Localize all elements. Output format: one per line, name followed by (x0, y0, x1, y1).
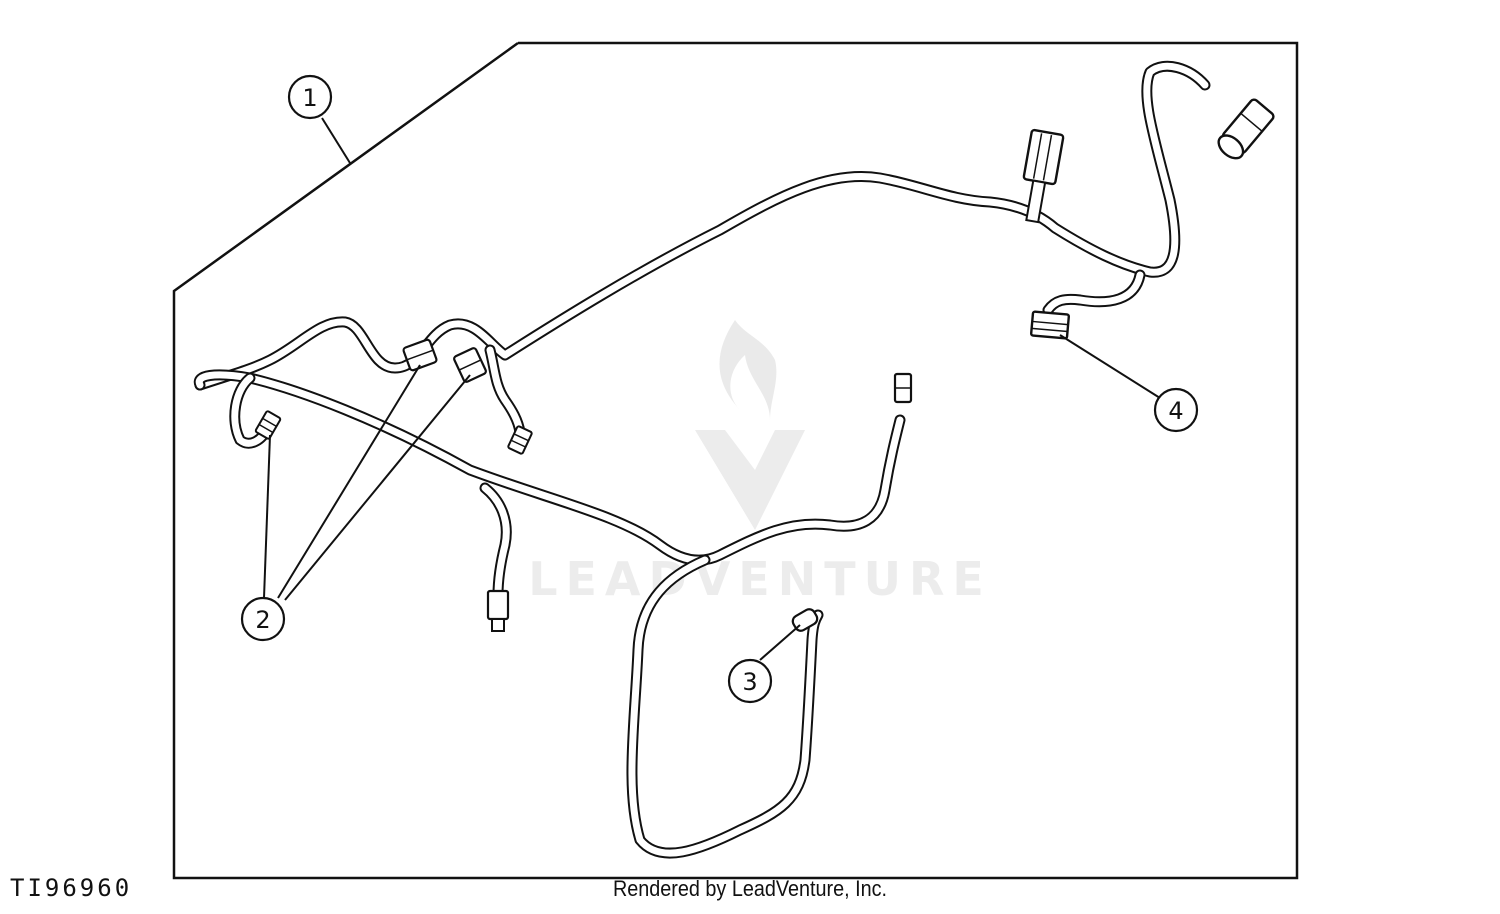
leader-lines (263, 117, 1161, 661)
leader-4 (1059, 334, 1161, 399)
callout-2-label: 2 (255, 606, 270, 634)
leader-1 (321, 117, 351, 164)
callout-1-label: 1 (302, 84, 317, 112)
leader-2c (284, 374, 471, 601)
leader-2a (263, 434, 271, 599)
callout-3: 3 (727, 658, 773, 704)
harness-branch-4 (1042, 269, 1146, 316)
render-credit: Rendered by LeadVenture, Inc. (612, 876, 888, 901)
callout-1: 1 (287, 74, 333, 120)
harness-drop-middle (484, 344, 526, 438)
figure-id: TI96960 (10, 874, 133, 902)
frame-outline (172, 41, 1299, 880)
callout-4: 4 (1153, 387, 1199, 433)
connector-top-right (1217, 98, 1275, 160)
harness-lower-loop (626, 554, 824, 859)
connectors (254, 98, 1275, 632)
harness-lower-branch (193, 369, 906, 566)
callout-2: 2 (240, 596, 286, 642)
watermark: LEADVENTURE (528, 320, 992, 606)
flame-v-logo-icon (719, 320, 777, 420)
leader-2b (277, 364, 421, 599)
connector-mid-c (506, 424, 534, 456)
callout-4-label: 4 (1168, 397, 1183, 425)
connector-upper (1022, 128, 1065, 224)
leader-3 (759, 624, 801, 661)
harness-drop-left (479, 482, 512, 601)
connector-4 (1029, 310, 1071, 340)
connector-mid-b (453, 347, 487, 383)
harness-main-trunk (194, 60, 1211, 391)
watermark-text: LEADVENTURE (528, 552, 992, 606)
connector-drop (486, 589, 510, 632)
harness-left-loop (229, 372, 274, 449)
connector-mid-a (402, 338, 438, 372)
callout-3-label: 3 (742, 668, 757, 696)
connector-top-right-stem (893, 372, 913, 404)
